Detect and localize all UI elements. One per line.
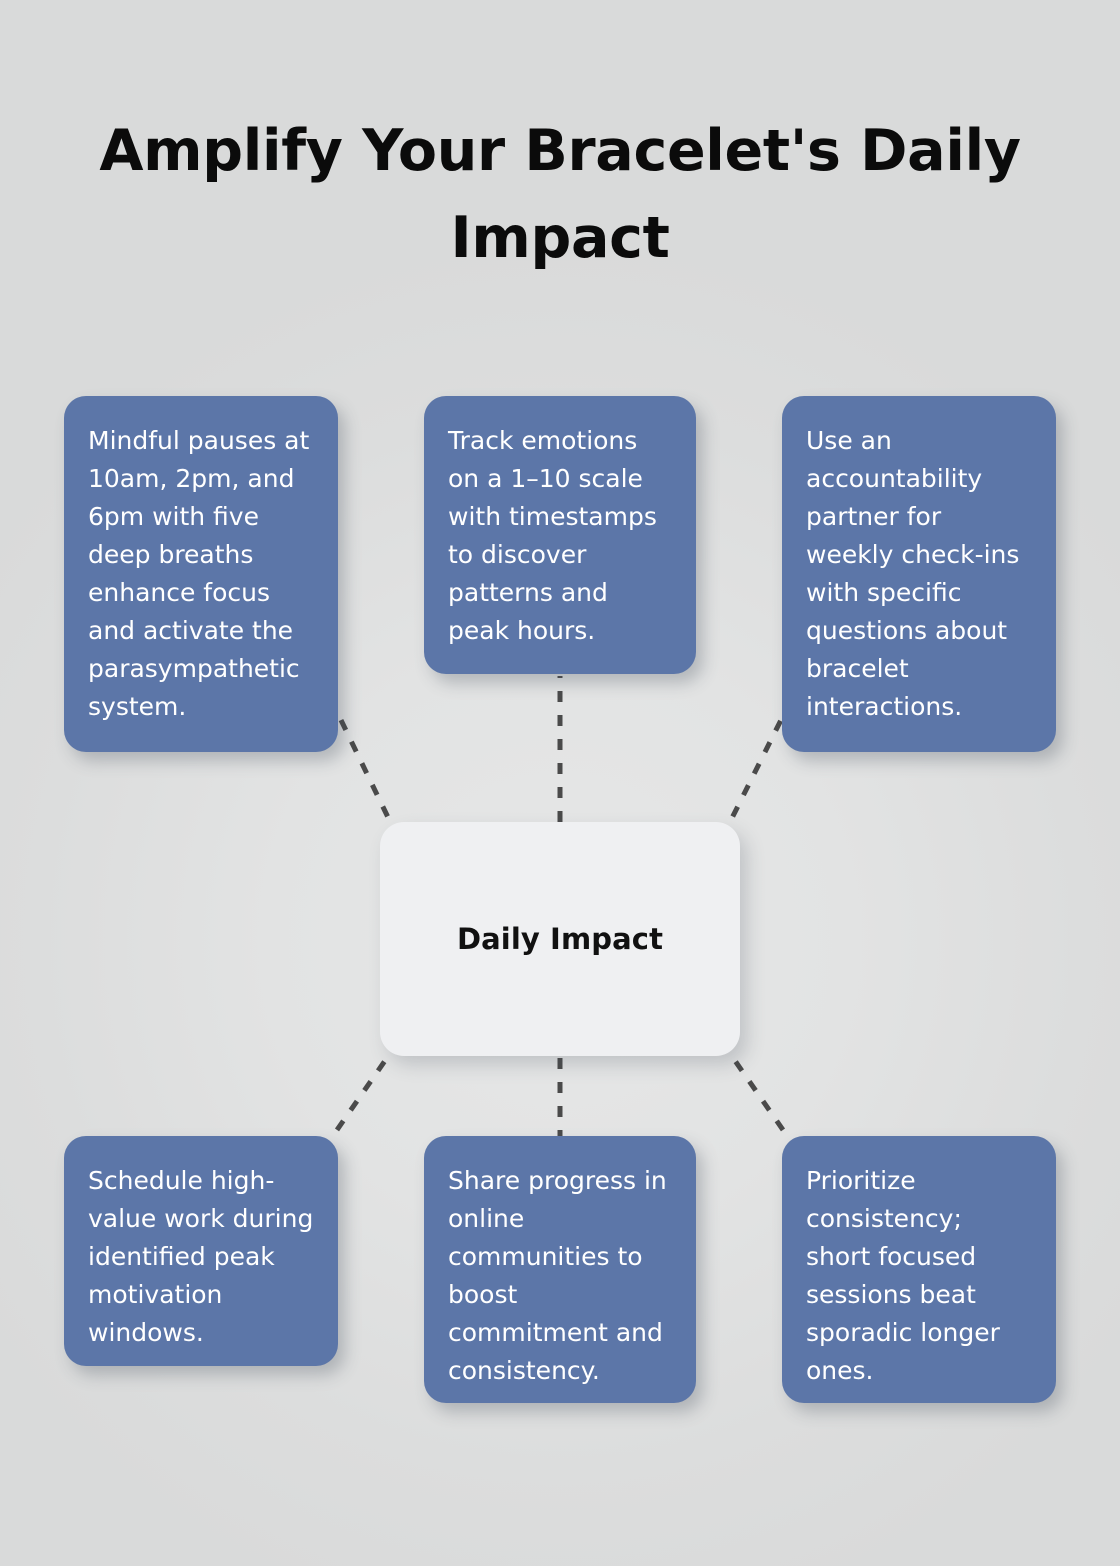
diagram-node-text: Track emotions on a 1–10 scale with time…	[448, 426, 657, 645]
connector-center-to-node-1	[337, 716, 401, 840]
connector-center-to-node-6	[719, 1040, 793, 1142]
diagram-node-bottom-right[interactable]: Prioritize consistency; short focused se…	[782, 1136, 1056, 1403]
diagram-node-top-right[interactable]: Use an accountability partner for weekly…	[782, 396, 1056, 752]
page-title: Amplify Your Bracelet's Daily Impact	[99, 118, 1021, 271]
connector-center-to-node-3	[719, 716, 785, 840]
diagram-node-text: Schedule high-value work during identifi…	[88, 1166, 314, 1347]
diagram-node-bottom-left[interactable]: Schedule high-value work during identifi…	[64, 1136, 338, 1366]
diagram-node-bottom-center[interactable]: Share progress in online communities to …	[424, 1136, 696, 1403]
diagram-node-text: Mindful pauses at 10am, 2pm, and 6pm wit…	[88, 426, 310, 721]
diagram-node-text: Share progress in online communities to …	[448, 1166, 667, 1385]
diagram-node-text: Prioritize consistency; short focused se…	[806, 1166, 1000, 1385]
diagram-node-top-left[interactable]: Mindful pauses at 10am, 2pm, and 6pm wit…	[64, 396, 338, 752]
diagram-node-text: Use an accountability partner for weekly…	[806, 426, 1020, 721]
connector-center-to-node-4	[327, 1040, 401, 1142]
diagram-center-node[interactable]: Daily Impact	[380, 822, 740, 1056]
diagram-node-top-center[interactable]: Track emotions on a 1–10 scale with time…	[424, 396, 696, 674]
diagram-center-label: Daily Impact	[456, 922, 664, 956]
